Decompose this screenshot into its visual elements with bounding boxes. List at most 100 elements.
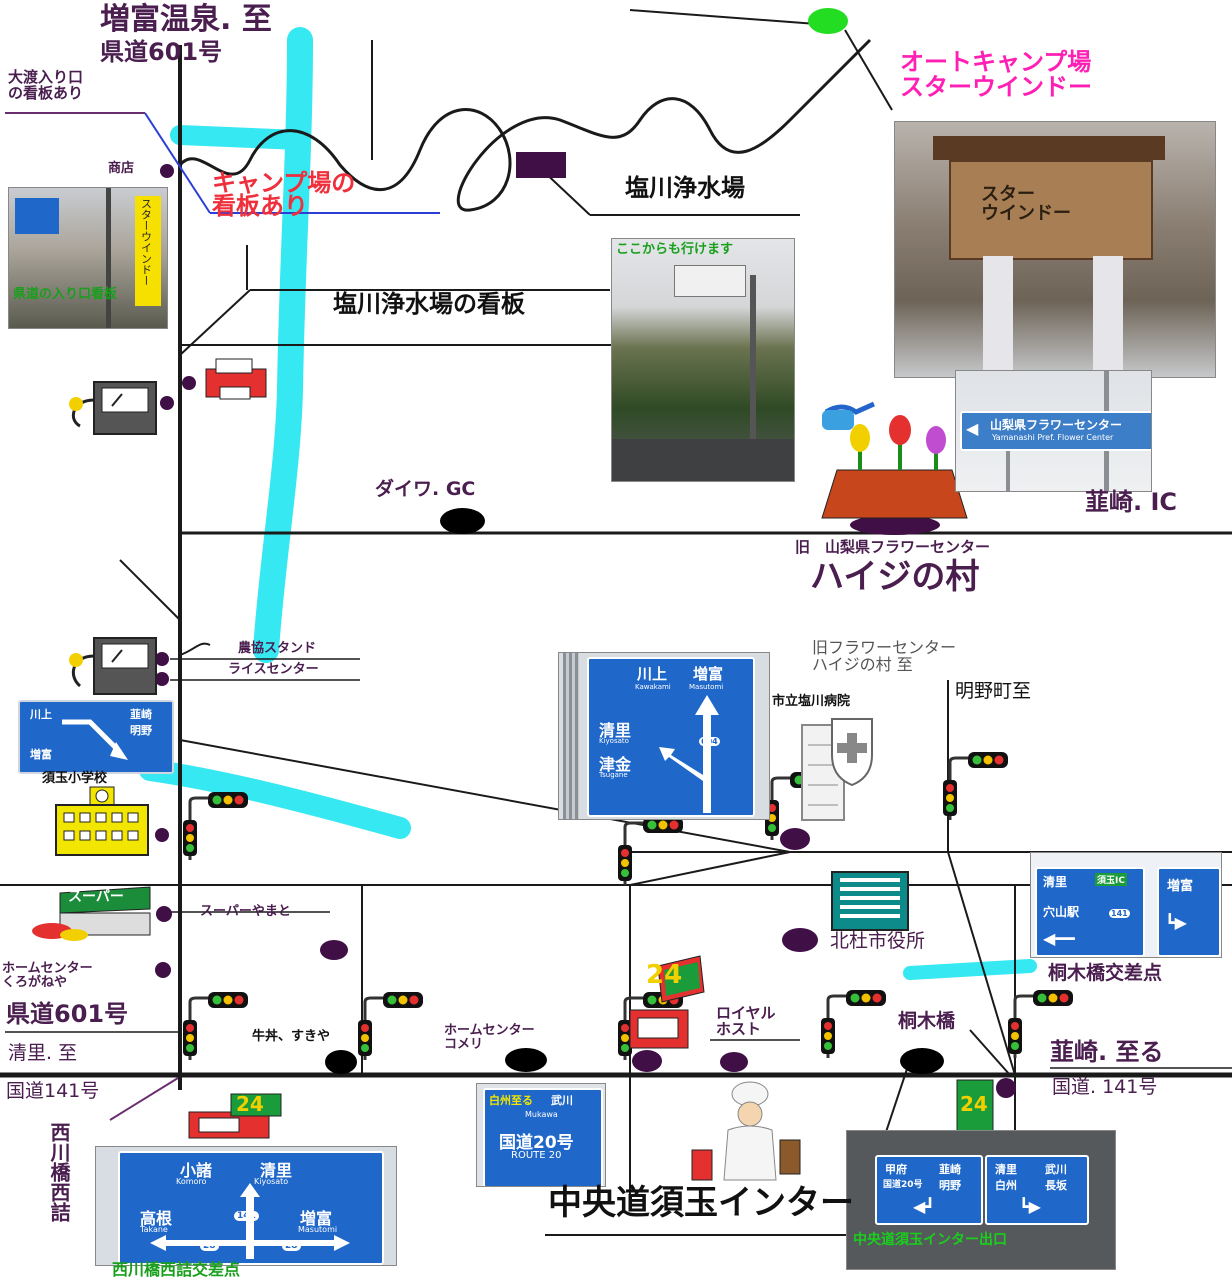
small-sign-kawakami: 川上	[30, 708, 52, 721]
poi-marker	[182, 376, 196, 390]
river-branch	[170, 125, 310, 150]
school-icon	[55, 786, 149, 856]
camp-site-marker	[808, 8, 848, 34]
nokyo-stand-marker	[155, 652, 169, 666]
exit-sign-nagasaka: 長坂	[1045, 1179, 1067, 1192]
super-marker	[156, 906, 172, 922]
small-sign-masutomi: 増富	[30, 748, 52, 761]
star-wind-board-photo: スター ウインドー	[894, 121, 1216, 378]
hospital-label: 市立塩川病院	[772, 694, 851, 709]
exit-sign-kofu: 甲府	[885, 1163, 907, 1176]
poi-marker	[160, 396, 174, 410]
kiriki-sign-anayama: 穴山駅	[1043, 905, 1080, 919]
city-hall-icon	[831, 871, 909, 931]
exit-sign-left: 甲府 韮崎 国道20号 明野 ◀┛	[875, 1155, 983, 1225]
kokokara-photo: ここからも行けます	[611, 238, 795, 482]
river-lower	[139, 759, 411, 839]
kiriki-bridge-marker	[900, 1048, 944, 1074]
gas-station-icon	[69, 637, 157, 695]
nishikawa-direction-sign: 小諸 清里 Komoro Kiyosato 高根 増富 Takane Masut…	[118, 1151, 384, 1265]
sign-kawakami-en: Kawakami	[635, 683, 671, 691]
store-24-label: 24	[236, 1092, 264, 1116]
hospital-icon	[801, 718, 873, 821]
mukawa-route20-sign: 白州至る 武川 Mukawa 国道20号 ROUTE 20	[483, 1088, 603, 1186]
kawakami-direction-sign: 川上 増富 Kawakami Masutomi 清里 Kiyosato 津金 T…	[587, 657, 755, 817]
royal-host-label: ロイヤル ホスト	[716, 1004, 776, 1038]
chuo-sutama-ic-label: 中央道須玉インター	[548, 1183, 854, 1223]
nishikawa-sign-takane: 高根	[140, 1209, 173, 1228]
home-center-marker	[155, 962, 171, 978]
nishikawa-sign-masutomi: 増富	[300, 1209, 333, 1228]
nishikawa-sign-photo: 小諸 清里 Komoro Kiyosato 高根 増富 Takane Masut…	[95, 1146, 397, 1266]
city-hall-marker	[782, 928, 818, 952]
traffic-light-icon	[183, 792, 248, 860]
old-flower-center-2-label: 旧フラワーセンター ハイジの村 至	[812, 638, 957, 674]
river-right	[903, 959, 1037, 980]
poi-marker	[632, 1050, 662, 1072]
old-flower-center-label: 旧 山梨県フラワーセンター	[795, 538, 991, 556]
pref-road-entrance-photo: スターウインドー 県道の入り口看板	[8, 187, 168, 329]
kiriki-sign-route: 141	[1109, 909, 1130, 918]
convenience-store-icon	[629, 955, 705, 1049]
chuo-exit-sign-photo: 甲府 韮崎 国道20号 明野 ◀┛ 清里 武川 白州 長坂 ┗▶ 中央道須玉イン…	[846, 1130, 1116, 1270]
exit-sign-akeno: 明野	[939, 1179, 961, 1192]
shop-marker	[160, 164, 174, 178]
kokokara-label: ここからも行けます	[616, 242, 734, 257]
pref-road-601-bottom-label: 県道601号	[6, 1000, 129, 1028]
gyudon-marker	[325, 1050, 357, 1074]
kiriki-bridge-label: 桐木橋	[898, 1010, 956, 1032]
nishikawa-vertical-label: 西川橋西詰	[47, 1122, 71, 1222]
chef-icon	[691, 1081, 801, 1181]
kawakami-small-sign: 川上 韮崎 明野 増富	[18, 700, 174, 774]
pref-road-601-top-label: 県道601号	[100, 38, 223, 66]
owatari-sign-label: 大渡入り口 の看板あり	[8, 68, 84, 102]
route141-left-label: 国道141号	[6, 1080, 100, 1102]
traffic-light-icon	[183, 992, 248, 1060]
kiriki-intersection-label: 桐木橋交差点	[1048, 962, 1163, 984]
mountain-road	[178, 38, 872, 212]
small-sign-nirasaki: 韮崎	[130, 708, 152, 721]
nishikawa-sign-masutomi-en: Masutomi	[298, 1225, 338, 1234]
star-wind-board-text: スター ウインドー	[981, 184, 1071, 224]
kiriki-sign-masutomi: 増富	[1167, 879, 1194, 894]
store-24-label: 24	[960, 1092, 988, 1116]
kiriki-sign-kiyosato: 清里	[1043, 875, 1068, 889]
akeno-label: 明野町至	[955, 680, 1032, 702]
poi-marker	[996, 1078, 1016, 1098]
exit-sign-right: 清里 武川 白州 長坂 ┗▶	[985, 1155, 1089, 1225]
super-logo-text: スーパー	[68, 889, 124, 905]
royal-host-marker	[720, 1052, 748, 1072]
store-24-label: 24	[646, 960, 683, 990]
sutama-school-label: 須玉小学校	[42, 771, 108, 786]
kiriki-sign-photo: 清里 須玉IC 穴山駅 141 ◀━━ 増富 ┗▶	[1030, 852, 1222, 958]
arrow-right-icon	[62, 719, 128, 760]
supermarket-icon	[32, 886, 151, 941]
nishikawa-sign-komoro-en: Komoro	[176, 1177, 207, 1186]
mukawa-sign-hakushu: 白州至る	[489, 1094, 533, 1107]
shop-label: 商店	[108, 161, 135, 176]
flower-bed-icon	[821, 401, 968, 519]
star-wind-sign-text: スターウインドー	[139, 198, 153, 286]
arrow-right-icon: ┗▶	[1165, 913, 1187, 932]
rice-center-label: ライスセンター	[228, 662, 319, 677]
nishikawa-intersection-label: 西川橋西詰交差点	[112, 1260, 241, 1279]
kawakami-sign-photo: 川上 増富 Kawakami Masutomi 清里 Kiyosato 津金 T…	[558, 652, 770, 820]
masutomi-direction-sign: 増富 ┗▶	[1157, 867, 1221, 957]
exit-sign-nirasaki: 韮崎	[939, 1163, 961, 1176]
gyudon-label: 牛丼、すきや	[252, 1029, 331, 1044]
traffic-light-icon	[358, 992, 423, 1060]
nishikawa-sign-komoro: 小諸	[180, 1161, 213, 1180]
kiriki-direction-sign: 清里 須玉IC 穴山駅 141 ◀━━	[1035, 867, 1145, 957]
sign-tsugane: 津金	[599, 755, 632, 774]
poi-marker	[320, 940, 348, 960]
flower-center-sign-en: Yamanashi Pref. Flower Center	[992, 433, 1114, 442]
mukawa-sign-mukawa: 武川	[551, 1094, 573, 1107]
super-yamato-label: スーパーやまと	[200, 904, 291, 919]
convenience-store-icon	[956, 1079, 994, 1137]
rice-center-marker	[155, 672, 169, 686]
sign-tsugane-en: Tsugane	[599, 771, 628, 779]
exit-sign-kiyosato: 清里	[995, 1163, 1017, 1176]
arrow-up-icon	[659, 695, 719, 813]
